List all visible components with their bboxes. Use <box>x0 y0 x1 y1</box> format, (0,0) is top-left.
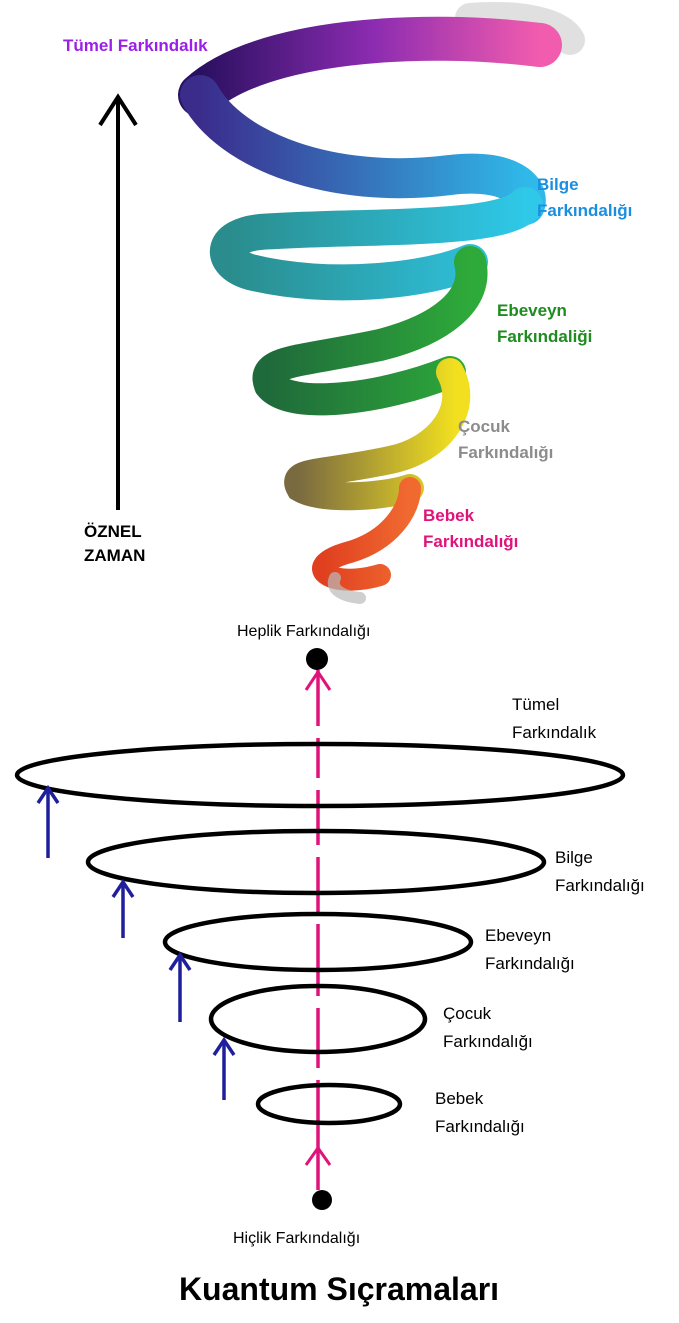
ring-universal <box>14 741 626 809</box>
spiral-stage-baby-line2: Farkındalığı <box>423 532 518 551</box>
subjective-time-arrowhead <box>98 93 138 127</box>
ring-label-baby-line2: Farkındalığı <box>435 1117 525 1136</box>
spiral-stage-wise-line1: Bilge <box>537 175 579 194</box>
spiral-stage-parent-line2: Farkındaliği <box>497 327 592 346</box>
ring-label-parent-line2: Farkındalığı <box>485 954 575 973</box>
ring-label-wise-line2: Farkındalığı <box>555 876 645 895</box>
ring-wise <box>85 828 547 896</box>
ring-label-universal-line2: Farkındalık <box>512 723 597 742</box>
bottom-node <box>312 1190 332 1210</box>
spiral-stage-child-line2: Farkındalığı <box>458 443 553 462</box>
spiral-stage-child-line1: Çocuk <box>458 417 511 436</box>
spiral-stage-parent-line1: Ebeveyn <box>497 301 567 320</box>
ring-label-baby-line1: Bebek <box>435 1089 484 1108</box>
center-bottom-arrowhead <box>304 1145 332 1166</box>
spiral-stage-labels: Bilge Farkındalığı Ebeveyn Farkındaliği … <box>423 175 632 551</box>
ring-label-universal-line1: Tümel <box>512 695 559 714</box>
ring-parent <box>162 911 474 973</box>
spiral-stage-wise-line2: Farkındalığı <box>537 201 632 220</box>
ring-child <box>208 983 428 1055</box>
ring-label-child-line1: Çocuk <box>443 1004 492 1023</box>
spiral-stage-baby-line1: Bebek <box>423 506 475 525</box>
ring-label-child-line2: Farkındalığı <box>443 1032 533 1051</box>
leap-arrows <box>36 784 236 1100</box>
top-node <box>306 648 328 670</box>
bottom-node-label: Hiçlik Farkındalığı <box>233 1230 360 1247</box>
ring-label-parent-line1: Ebeveyn <box>485 926 551 945</box>
rings-diagram: Heplik Farkındalığı Hiçlik Farkındalığı … <box>14 623 645 1247</box>
axis-label-line2: ZAMAN <box>84 546 145 565</box>
spiral-top-label: Tümel Farkındalık <box>63 36 208 55</box>
center-top-arrowhead <box>304 669 332 691</box>
axis-label-line1: ÖZNEL <box>84 522 142 541</box>
caption: Kuantum Sıçramaları <box>179 1271 499 1307</box>
top-node-label: Heplik Farkındalığı <box>237 623 370 640</box>
ring-baby <box>255 1082 403 1126</box>
spiral <box>178 1 585 604</box>
ring-label-wise-line1: Bilge <box>555 848 593 867</box>
